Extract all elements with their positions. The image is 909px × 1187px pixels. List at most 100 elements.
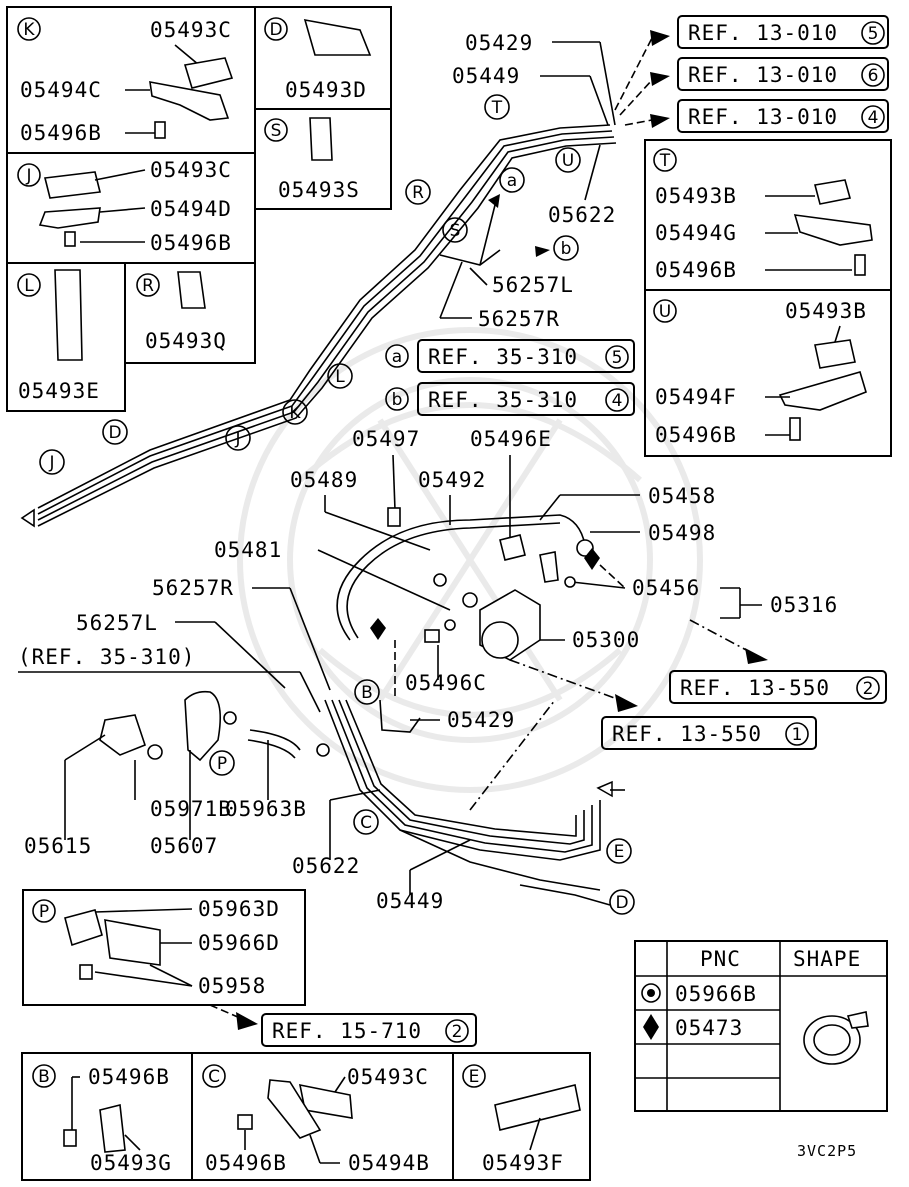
clamp-05493e-shape xyxy=(54,269,83,361)
label-56257r-mid: 56257R xyxy=(152,576,234,600)
lower-pipe-run: E D xyxy=(324,699,635,915)
letter-j-box: J xyxy=(25,166,31,186)
bracket-05494c-shape xyxy=(149,81,230,121)
legend-col-pnc: PNC xyxy=(700,947,741,971)
label-05493q: 05493Q xyxy=(145,329,227,353)
label-05493c-j: 05493C xyxy=(150,158,232,182)
label-05496b-j: 05496B xyxy=(150,231,232,255)
clamp-05493c-j-shape xyxy=(44,171,101,199)
ref-35-310-boxes: a REF. 35-310 5 b REF. 35-310 4 xyxy=(385,339,635,416)
letter-s-box: S xyxy=(271,121,282,141)
clamp-05493q-shape xyxy=(177,271,206,309)
detail-box-r: R 05493Q xyxy=(124,262,256,364)
label-05496b-k: 05496B xyxy=(20,121,102,145)
lower-left-parts: P B C 05971B 05963B 05615 05607 05622 05… xyxy=(24,679,471,913)
label-56257l-mid: 56257L xyxy=(76,611,158,635)
label-05498: 05498 xyxy=(648,521,716,545)
ref-13-550-2: REF. 13-550 xyxy=(680,676,830,700)
clamp-05493f-shape xyxy=(494,1084,581,1131)
bottom-box-e: E 05493F xyxy=(452,1052,591,1181)
callouts-top-pipe: J D J K L R S T U a b xyxy=(39,94,581,475)
svg-text:a: a xyxy=(392,347,402,367)
label-05496b-c: 05496B xyxy=(205,1151,287,1175)
double-circle-icon xyxy=(641,983,661,1003)
arrow-left-input xyxy=(20,508,35,528)
bolt-05496b-shape xyxy=(154,121,166,139)
letter-t-box: T xyxy=(659,151,671,171)
bolt-05496b-b-shape xyxy=(63,1129,77,1147)
bottom-box-b: B 05496B 05493G xyxy=(21,1052,193,1181)
ref-15-710-box: REF. 15-710 2 xyxy=(261,1013,477,1047)
label-05494f: 05494F xyxy=(655,385,737,409)
detail-box-j: J 05493C 05494D 05496B xyxy=(6,152,256,264)
letter-c-box: C xyxy=(208,1067,220,1087)
letter-k-1: K xyxy=(289,403,301,423)
letter-r-1: R xyxy=(412,183,424,203)
label-05615: 05615 xyxy=(24,834,92,858)
letter-j-2: J xyxy=(234,429,240,449)
detail-box-d: D 05493D xyxy=(254,6,392,110)
detail-box-l: L 05493E xyxy=(6,262,126,412)
ref-13-010-5: REF. 13-010 xyxy=(688,21,838,45)
label-56257l-top: 56257L xyxy=(492,273,574,297)
label-05429-top: 05429 xyxy=(465,31,533,55)
label-05492: 05492 xyxy=(418,468,486,492)
clamp-05493c-c-shape xyxy=(298,1083,353,1119)
letter-r-box: R xyxy=(142,276,154,296)
letter-a-1: a xyxy=(507,171,517,191)
letter-j-1: J xyxy=(48,453,54,473)
svg-text:4: 4 xyxy=(612,391,623,411)
clamp-05493g-shape xyxy=(99,1104,126,1153)
label-05316: 05316 xyxy=(770,593,838,617)
label-05481: 05481 xyxy=(214,538,282,562)
detail-box-t: T 05493B 05494G 05496B xyxy=(644,139,892,291)
letter-e-box: E xyxy=(469,1067,480,1087)
label-05963b: 05963B xyxy=(225,797,307,821)
label-05963d: 05963D xyxy=(198,897,280,921)
label-ref-35-310-paren: (REF. 35-310) xyxy=(18,645,195,669)
ref-13-010-4: REF. 13-010 xyxy=(688,105,838,129)
diamond-05473-2 xyxy=(584,548,600,570)
label-05458: 05458 xyxy=(648,484,716,508)
label-05300: 05300 xyxy=(572,628,640,652)
bolt-05496b-u-shape xyxy=(789,417,801,441)
label-05622-top: 05622 xyxy=(548,203,616,227)
label-05493e: 05493E xyxy=(18,379,100,403)
label-05493b-u: 05493B xyxy=(785,299,867,323)
clamp-05493b-t-shape xyxy=(814,179,852,205)
bolt-05496b-c-shape xyxy=(237,1114,253,1130)
label-05496b-u: 05496B xyxy=(655,423,737,447)
diamond-icon xyxy=(643,1014,659,1040)
label-05496c: 05496C xyxy=(405,671,487,695)
label-05493c-c: 05493C xyxy=(347,1065,429,1089)
letter-b-1: b xyxy=(561,239,572,259)
label-05496b-t: 05496B xyxy=(655,258,737,282)
label-05494b: 05494B xyxy=(348,1151,430,1175)
letter-p-box: P xyxy=(39,902,49,922)
legend-row1-pnc: 05966B xyxy=(675,982,757,1006)
letter-k: K xyxy=(23,20,35,40)
label-05496e: 05496E xyxy=(470,427,552,451)
svg-text:5: 5 xyxy=(612,348,623,368)
letter-b-2: B xyxy=(361,683,373,703)
letter-e-1: E xyxy=(614,842,625,862)
bolt-05958-shape xyxy=(79,964,93,980)
legend-row2-pnc: 05473 xyxy=(675,1016,743,1040)
clamp-05493c-shape xyxy=(183,57,234,89)
label-05493s: 05493S xyxy=(278,178,360,202)
svg-text:1: 1 xyxy=(792,725,803,745)
letter-p-1: P xyxy=(217,754,227,774)
ref-13-550-1: REF. 13-550 xyxy=(612,722,762,746)
label-05449-top: 05449 xyxy=(452,64,520,88)
bracket-05494f-shape xyxy=(778,371,867,411)
label-05958: 05958 xyxy=(198,974,266,998)
letter-u-box: U xyxy=(659,302,671,322)
bracket-05494d-shape xyxy=(38,207,101,229)
tank-05607-shape xyxy=(184,690,221,762)
legend-table: PNC SHAPE 05966B 05473 xyxy=(634,940,888,1112)
bolt-05496b-t-shape xyxy=(854,254,866,276)
svg-text:5: 5 xyxy=(868,24,879,44)
label-05971b: 05971B xyxy=(150,797,232,821)
watermark xyxy=(237,327,703,793)
